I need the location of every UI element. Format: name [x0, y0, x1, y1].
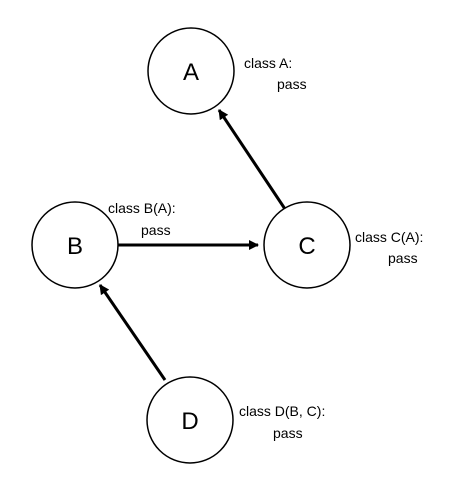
node-d-code-line-2: pass [273, 425, 303, 441]
node-a-code-line-2: pass [277, 76, 307, 92]
node-c-code-line-1: class C(A): [355, 229, 423, 245]
node-c-code-line-2: pass [388, 250, 418, 266]
node-b-code-line-1: class B(A): [108, 200, 176, 216]
node-d: D [146, 376, 234, 464]
node-a: A [147, 27, 235, 115]
edge-d-to-b [98, 284, 167, 381]
node-b: B [31, 201, 119, 289]
node-c-label: C [298, 233, 315, 260]
node-d-label: D [181, 408, 198, 435]
node-d-code-line-1: class D(B, C): [239, 403, 325, 419]
edge-c-to-a [217, 109, 287, 210]
node-b-label: B [67, 233, 83, 260]
node-a-label: A [183, 59, 199, 86]
node-c: C [263, 201, 351, 289]
node-b-code-line-2: pass [141, 222, 171, 238]
node-a-code-line-1: class A: [244, 55, 292, 71]
